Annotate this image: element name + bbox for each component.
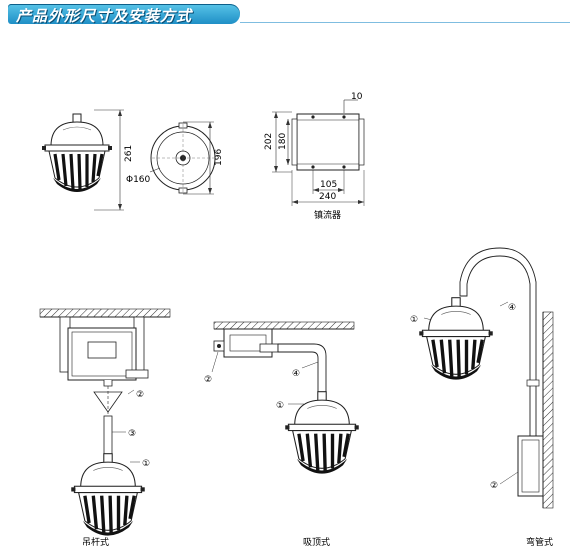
- callout-bent-1: ①: [410, 315, 418, 325]
- callout-ceiling-1: ①: [276, 401, 284, 411]
- callout-pendant-1: ①: [142, 459, 150, 469]
- dim-ballast-outer: 202: [264, 133, 274, 150]
- header-rule: [240, 22, 570, 23]
- header-bar: [8, 4, 240, 24]
- callout-ceiling-2: ②: [204, 375, 212, 385]
- dim-ballast-hole: 105: [320, 180, 337, 190]
- dim-ballast-inner: 180: [278, 133, 288, 150]
- ballast-caption: 镇流器: [314, 209, 341, 221]
- dim-ballast-length: 240: [319, 192, 336, 202]
- bent-pipe-install: [417, 247, 554, 509]
- ballast-drawing: [272, 99, 365, 206]
- lamp-side-view: [40, 109, 124, 211]
- callout-pendant-3: ③: [128, 429, 136, 439]
- caption-ceiling: 吸顶式: [303, 536, 330, 548]
- dim-ballast-top: 10: [351, 92, 363, 102]
- callout-pendant-2: ②: [136, 390, 144, 400]
- ceiling-install: [211, 321, 361, 476]
- section-title: 产品外形尺寸及安装方式: [16, 7, 193, 25]
- lamp-top-view: [149, 121, 216, 195]
- callout-ceiling-4: ④: [292, 369, 300, 379]
- caption-bent-pipe: 弯管式: [526, 536, 553, 548]
- dim-lamp-height: 261: [124, 145, 134, 162]
- caption-pendant: 吊杆式: [82, 536, 109, 548]
- callout-bent-2: ②: [490, 481, 498, 491]
- pendant-install: [39, 308, 171, 538]
- dim-lamp-diameter: Φ160: [126, 175, 151, 185]
- callout-bent-4: ④: [508, 303, 516, 313]
- section-header: 产品外形尺寸及安装方式: [0, 0, 570, 28]
- dim-lamp-width: 196: [214, 149, 224, 166]
